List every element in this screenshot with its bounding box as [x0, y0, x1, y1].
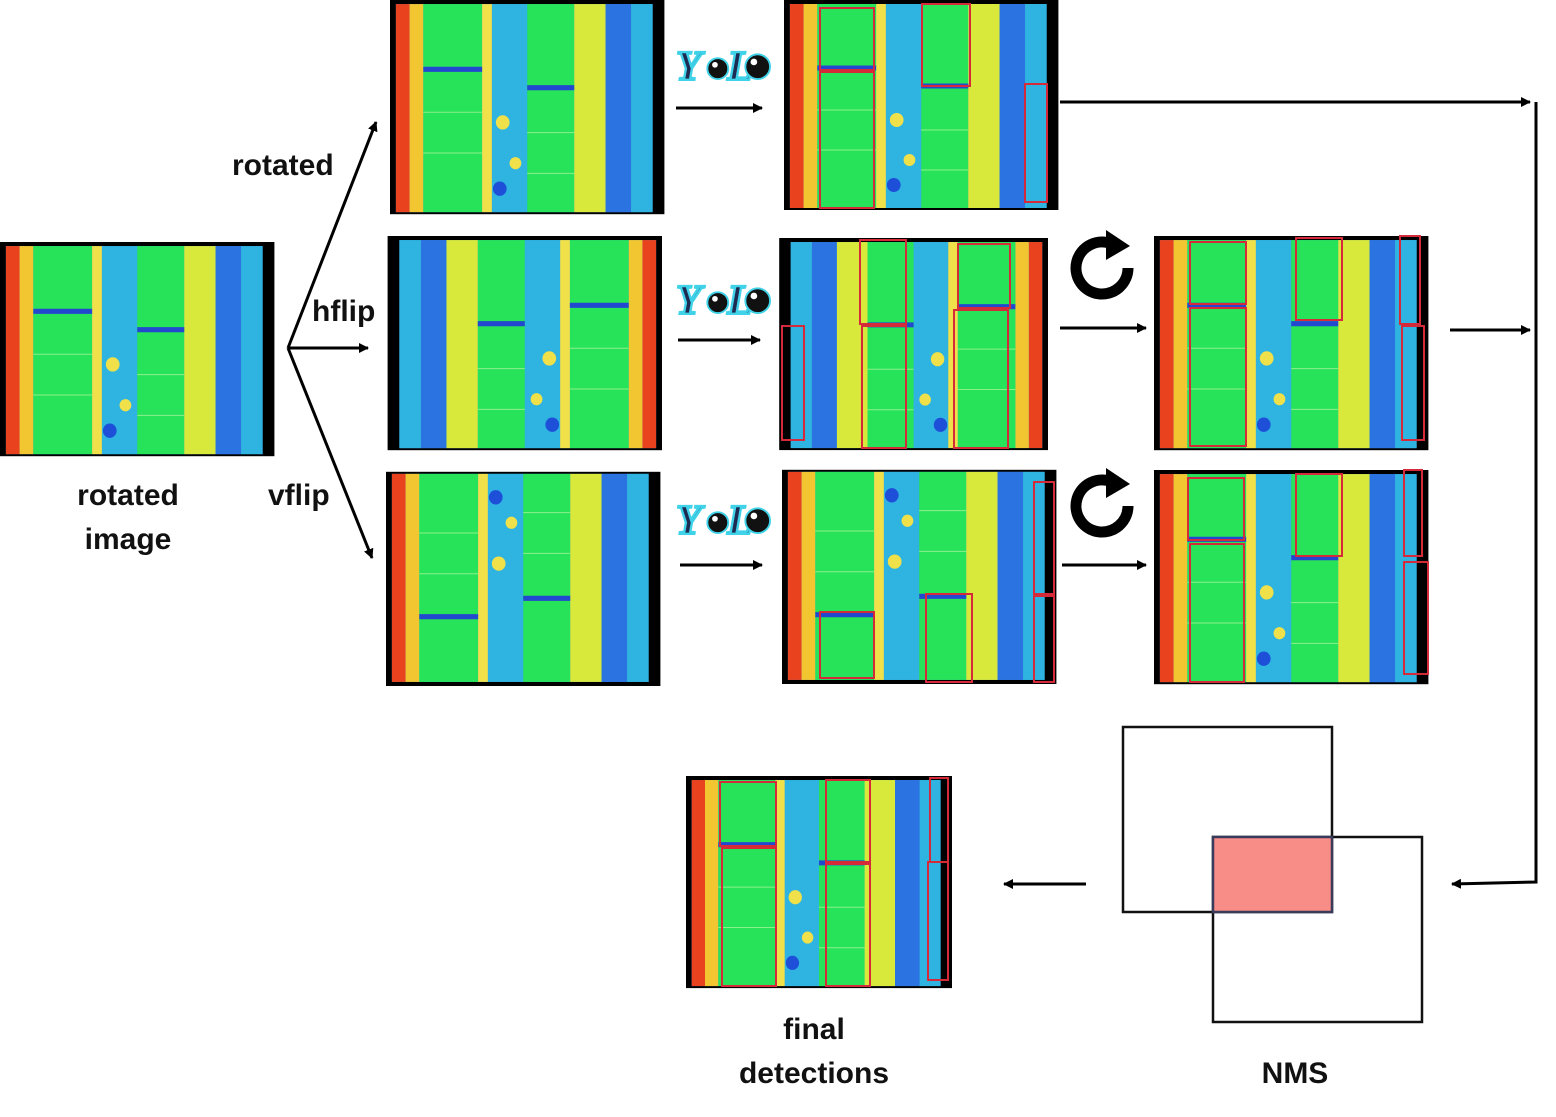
- yolo-logo-icon: [674, 496, 772, 546]
- detection-box: [1033, 595, 1055, 683]
- detection-box: [957, 243, 1011, 309]
- input-label-line1: rotated: [77, 479, 179, 512]
- detection-box: [819, 7, 875, 71]
- final-detections-image: [686, 776, 952, 988]
- detection-box: [953, 309, 1009, 449]
- branch-label-vflip: vflip: [268, 479, 330, 512]
- branch-label-rotated: rotated: [232, 149, 334, 182]
- hflip-image: [388, 236, 662, 450]
- detection-box: [1403, 469, 1423, 557]
- detection-box: [1024, 83, 1048, 203]
- detection-box: [1399, 235, 1421, 325]
- vflip-detections: [782, 470, 1056, 684]
- detection-box: [1403, 561, 1429, 675]
- rotated-image: [390, 0, 664, 214]
- detection-box: [819, 71, 875, 209]
- detection-box: [825, 863, 871, 987]
- arrow-to-vflip: [286, 347, 374, 559]
- detection-box: [925, 593, 973, 683]
- hflip-detections: [779, 238, 1048, 450]
- branch-label-hflip: hflip: [312, 295, 376, 328]
- vflip-restored-detections: [1154, 470, 1428, 684]
- input-label-line2: image: [84, 523, 172, 556]
- detection-box: [1187, 477, 1245, 541]
- rotate-clockwise-icon: [1076, 230, 1130, 294]
- detection-box: [819, 611, 875, 679]
- detection-box: [861, 325, 907, 449]
- detection-box: [1189, 241, 1247, 305]
- detection-box: [719, 781, 777, 847]
- arrow-to-rotated: [286, 121, 378, 349]
- detection-box: [721, 847, 777, 987]
- final-label-line1: final: [783, 1013, 845, 1046]
- nms-label: NMS: [1261, 1057, 1329, 1090]
- detection-box: [825, 779, 871, 863]
- yolo-logo-icon: [674, 42, 772, 92]
- input-rotated-image: [0, 242, 274, 456]
- nms-overlap: [1211, 835, 1334, 914]
- vflip-image: [386, 472, 660, 686]
- detection-box: [1401, 325, 1425, 441]
- rotated-detections: [784, 0, 1058, 210]
- collector-arrow: [1451, 102, 1538, 889]
- nms-diagram: [1121, 725, 1424, 1024]
- detection-box: [921, 3, 971, 87]
- detection-box: [859, 239, 907, 325]
- final-label-line2: detections: [738, 1057, 890, 1090]
- detection-box: [1189, 543, 1245, 683]
- detection-box: [1189, 307, 1247, 447]
- hflip-restored-detections: [1154, 236, 1428, 450]
- detection-box: [781, 325, 805, 441]
- rotate-clockwise-icon: [1076, 468, 1130, 532]
- detection-box: [1033, 481, 1055, 595]
- detection-box: [1295, 473, 1343, 557]
- yolo-logo-icon: [674, 276, 772, 326]
- branch-arrows: [286, 121, 378, 559]
- detection-box: [1295, 237, 1343, 321]
- detection-box: [927, 861, 949, 981]
